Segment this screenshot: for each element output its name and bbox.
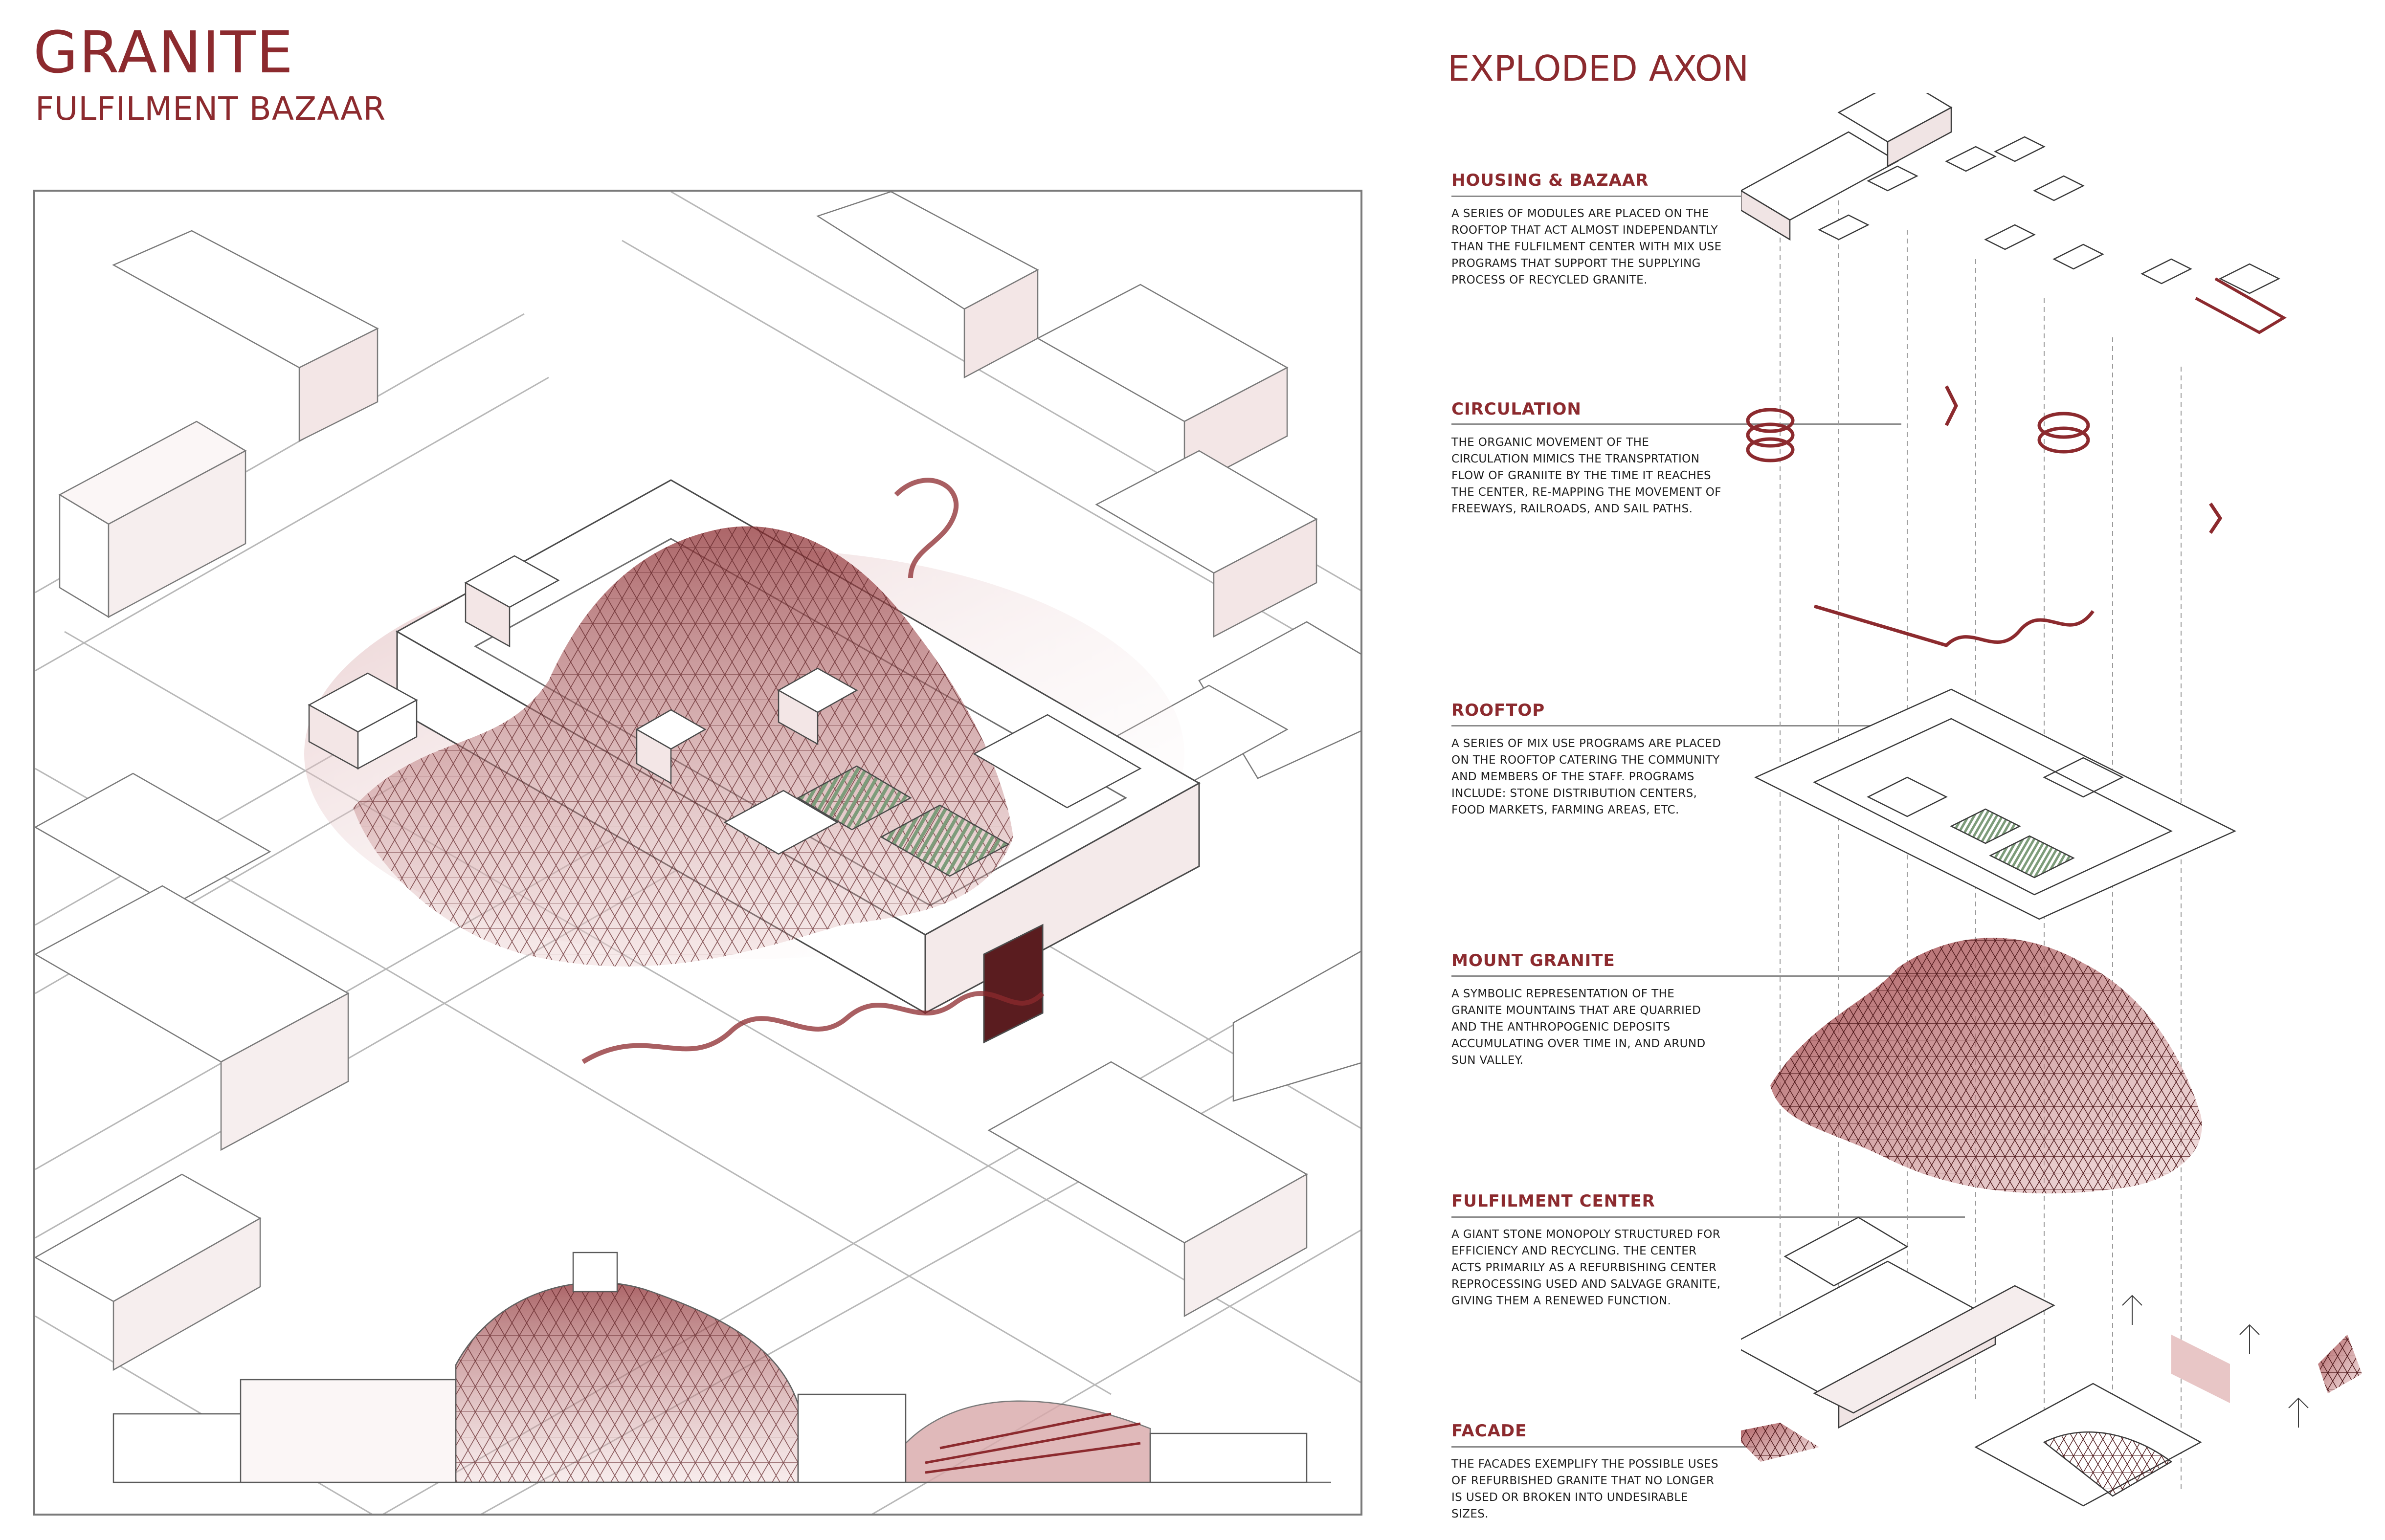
section-heading: ROOFTOP — [1451, 701, 1545, 720]
page-subtitle: FULFILMENT BAZAAR — [35, 90, 386, 128]
rooftop-programs — [723, 714, 1142, 877]
axon-facade-layer — [1741, 1295, 2362, 1462]
context-buildings — [35, 192, 1360, 1371]
page-title: GRANITE — [33, 19, 294, 86]
leader-line-rooftop — [1451, 725, 2014, 726]
exploded-axon-svg — [1741, 93, 2362, 1507]
section-body: A GIANT STONE MONOPOLY STRUCTURED FOR EF… — [1451, 1228, 1721, 1307]
axon-circulation-layer — [1746, 385, 2223, 647]
circulation-ribbon — [581, 478, 1045, 1064]
section-heading: HOUSING & BAZAAR — [1451, 171, 1649, 190]
section-rooftop: ROOFTOP A SERIES OF MIX USE PROGRAMS ARE… — [1451, 702, 1921, 818]
section-body: THE ORGANIC MOVEMENT OF THE CIRCULATION … — [1451, 436, 1721, 515]
section-fulfilment-center: FULFILMENT CENTER A GIANT STONE MONOPOLY… — [1451, 1193, 1921, 1309]
section-heading: FACADE — [1451, 1421, 1527, 1441]
section-circulation: CIRCULATION THE ORGANIC MOVEMENT OF THE … — [1451, 401, 1921, 517]
site-axonometric-svg — [35, 192, 1360, 1514]
leader-line-housing — [1451, 196, 1833, 197]
section-housing-bazaar: HOUSING & BAZAAR A SERIES OF MODULES ARE… — [1451, 172, 1921, 288]
leader-line-circulation — [1451, 423, 1901, 425]
axon-rooftop-layer — [1754, 688, 2236, 920]
axon-title: EXPLODED AXON — [1448, 48, 1749, 89]
axon-mount-granite-layer — [1770, 938, 2202, 1194]
axon-ramp-top — [2195, 277, 2287, 334]
section-body: A SERIES OF MIX USE PROGRAMS ARE PLACED … — [1451, 737, 1721, 816]
axon-housing-layer — [1741, 93, 2280, 294]
mount-granite-mass — [353, 526, 1013, 967]
section-body: THE FACADES EXEMPLIFY THE POSSIBLE USES … — [1451, 1458, 1719, 1520]
section-facade: FACADE THE FACADES EXEMPLIFY THE POSSIBL… — [1451, 1423, 1921, 1522]
section-heading: FULFILMENT CENTER — [1451, 1191, 1655, 1211]
section-heading: MOUNT GRANITE — [1451, 951, 1615, 970]
section-body: A SERIES OF MODULES ARE PLACED ON THE RO… — [1451, 207, 1722, 286]
section-body: A SYMBOLIC REPRESENTATION OF THE GRANITE… — [1451, 988, 1706, 1067]
leader-line-mount-granite — [1451, 975, 1989, 977]
leader-line-facade — [1451, 1446, 1755, 1448]
section-heading: CIRCULATION — [1451, 399, 1582, 419]
housing-modules — [308, 555, 858, 785]
street-elevation — [112, 1252, 1331, 1483]
section-mount-granite: MOUNT GRANITE A SYMBOLIC REPRESENTATION … — [1451, 952, 1921, 1069]
axon-fulfilment-layer — [1741, 1216, 2230, 1507]
leader-line-fulfilment — [1451, 1216, 1965, 1218]
main-axonometric-drawing — [33, 190, 1362, 1516]
